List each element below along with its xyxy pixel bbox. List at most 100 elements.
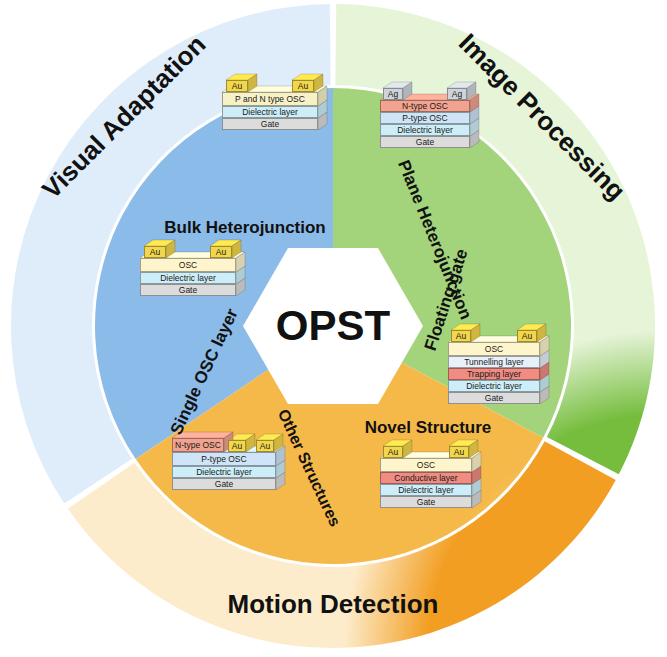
layer-label: OSC: [179, 261, 197, 270]
center-title: OPST: [276, 303, 390, 349]
device-layer: P-type OSC: [172, 452, 276, 466]
electrode: Ag: [383, 88, 403, 100]
device-layer: Dielectric layer: [222, 106, 318, 118]
device-layer: Dielectric layer: [380, 124, 470, 136]
layer-side-face: [537, 324, 546, 342]
layer-label: Au: [456, 332, 466, 341]
device-layer: Gate: [140, 284, 236, 296]
device-layer: Gate: [380, 136, 470, 148]
layer-top-face: [140, 266, 245, 272]
layer-label: Gate: [417, 498, 435, 507]
device-layer: Gate: [448, 392, 540, 404]
layer-top-face: [448, 374, 549, 380]
electrode: Au: [383, 446, 403, 458]
layer-label: Conductive layer: [394, 474, 457, 483]
layer-label: Au: [454, 448, 464, 457]
layer-top-face: [380, 452, 481, 458]
electrode: Au: [292, 80, 314, 92]
region-title: Motion Detection: [228, 590, 439, 619]
layer-top-face: [380, 94, 479, 100]
device-layer: Dielectric layer: [448, 380, 540, 392]
layer-top-face: [140, 252, 245, 258]
layer-label: Dielectric layer: [196, 468, 252, 477]
layer-top-face: [222, 112, 327, 118]
hexagon-shape: [243, 248, 423, 404]
electrode: Au: [210, 246, 232, 258]
layer-top-face: [448, 350, 549, 356]
layer-label: Ag: [388, 90, 398, 99]
device-layer: OSC: [140, 258, 236, 272]
device-layer: OSC: [448, 342, 540, 356]
layer-top-face: [172, 472, 285, 478]
layer-label: Dielectric layer: [398, 486, 454, 495]
layer-label: P and N type OSC: [235, 95, 305, 104]
layer-label: Au: [522, 332, 532, 341]
device-layer: Conductive layer: [380, 472, 472, 484]
layer-label: Au: [232, 442, 242, 451]
layer-top-face: [448, 362, 549, 368]
layer-label: Gate: [485, 394, 503, 403]
device-layer: OSC: [380, 458, 472, 472]
layer-label: Trapping layer: [467, 370, 521, 379]
layer-label: OSC: [485, 345, 503, 354]
layer-top-face: [380, 478, 481, 484]
layer-top-face: [172, 460, 285, 466]
layer-label: P-type OSC: [201, 455, 246, 464]
electrode: Au: [449, 446, 469, 458]
layer-label: Au: [298, 82, 308, 91]
layer-top-face: [380, 118, 479, 124]
layer-top-face: [380, 490, 481, 496]
device-layer: Tunnelling layer: [448, 356, 540, 368]
layer-side-face: [232, 240, 241, 258]
layer-top-face: [380, 106, 479, 112]
layer-label: OSC: [417, 461, 435, 470]
layer-label: Dielectric layer: [242, 108, 298, 117]
layer-label: Dielectric layer: [466, 382, 522, 391]
structure-label: Bulk Heterojunction: [164, 219, 326, 238]
electrode: Au: [256, 440, 274, 452]
layer-label: Dielectric layer: [160, 274, 216, 283]
device-layer: Gate: [172, 478, 276, 490]
structure-label: Novel Structure: [365, 419, 492, 438]
layer-label: Au: [260, 442, 270, 451]
device-layer: N-type OSC: [172, 438, 224, 452]
layer-label: Au: [232, 82, 242, 91]
layer-side-face: [469, 440, 478, 458]
device-layer: P-type OSC: [380, 112, 470, 124]
layer-side-face: [246, 434, 255, 452]
layer-side-face: [471, 324, 480, 342]
layer-side-face: [248, 74, 257, 92]
layer-label: Au: [150, 248, 160, 257]
layer-label: Gate: [179, 286, 197, 295]
layer-label: Tunnelling layer: [464, 358, 524, 367]
electrode: Ag: [447, 88, 467, 100]
layer-label: Gate: [215, 480, 233, 489]
device-layer: Gate: [380, 496, 472, 508]
layer-side-face: [467, 82, 476, 100]
layer-label: P-type OSC: [402, 114, 447, 123]
layer-top-face: [222, 86, 327, 92]
layer-side-face: [403, 82, 412, 100]
layer-label: Gate: [416, 138, 434, 147]
layer-top-face: [448, 386, 549, 392]
device-layer: Gate: [222, 118, 318, 130]
layer-side-face: [166, 240, 175, 258]
layer-side-face: [236, 252, 245, 272]
device-layer: P and N type OSC: [222, 92, 318, 106]
layer-label: Dielectric layer: [397, 126, 453, 135]
electrode: Au: [517, 330, 537, 342]
layer-side-face: [274, 434, 283, 452]
layer-label: Au: [388, 448, 398, 457]
electrode: Au: [144, 246, 166, 258]
layer-side-face: [224, 432, 233, 452]
electrode: Au: [228, 440, 246, 452]
layer-top-face: [380, 130, 479, 136]
device-layer: Trapping layer: [448, 368, 540, 380]
layer-label: N-type OSC: [175, 441, 221, 450]
layer-top-face: [140, 278, 245, 284]
device-layer: Dielectric layer: [140, 272, 236, 284]
layer-side-face: [403, 440, 412, 458]
layer-side-face: [318, 86, 327, 106]
